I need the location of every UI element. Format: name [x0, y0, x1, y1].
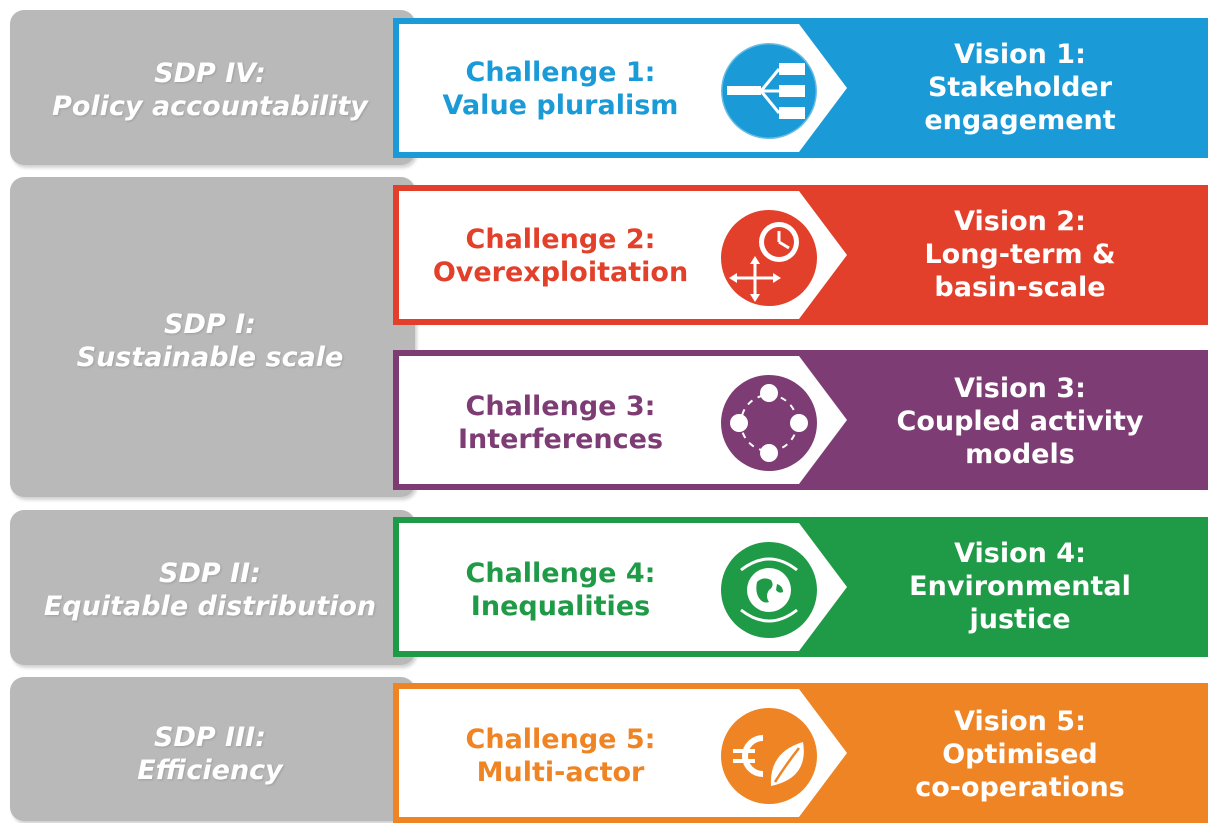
vision-line: co-operations [915, 772, 1125, 803]
sdp-label: SDP IV: Policy accountability [10, 57, 410, 123]
vision-line: Stakeholder [927, 72, 1113, 103]
sdp-subtitle: Sustainable scale [76, 342, 344, 373]
challenge-label: Challenge 1: Value pluralism [393, 56, 728, 122]
sdp-box-equitable-distribution: SDP II: Equitable distribution [10, 510, 415, 665]
challenge-title: Challenge 1: [465, 57, 656, 88]
vision-title: Vision 1: [954, 39, 1086, 70]
challenge-label: Challenge 4: Inequalities [393, 557, 728, 623]
vision-title: Vision 4: [954, 538, 1086, 569]
vision-line: Environmental [909, 571, 1131, 602]
sdp-box-policy-accountability: SDP IV: Policy accountability [10, 10, 415, 165]
challenge-subtitle: Multi-actor [476, 757, 645, 788]
vision-label: Vision 3: Coupled activity models [870, 372, 1170, 471]
sdp-title: SDP IV: [154, 58, 266, 89]
challenge-label: Challenge 3: Interferences [393, 390, 728, 456]
challenge-title: Challenge 4: [465, 558, 656, 589]
sdp-box-efficiency: SDP III: Efficiency [10, 677, 415, 821]
challenge-subtitle: Inequalities [470, 591, 651, 622]
challenge-subtitle: Value pluralism [442, 90, 679, 121]
challenge-subtitle: Overexploitation [432, 257, 689, 288]
cycle-icon [721, 375, 817, 471]
challenge-vision-row-3: Challenge 3: Interferences Vision 3: Cou… [393, 350, 1208, 490]
vision-label: Vision 4: Environmental justice [870, 537, 1170, 636]
vision-line: Coupled activity [896, 406, 1144, 437]
challenge-vision-row-4: Challenge 4: Inequalities Vision 4: Envi… [393, 517, 1208, 657]
vision-line: engagement [924, 105, 1116, 136]
vision-label: Vision 5: Optimised co-operations [870, 705, 1170, 804]
vision-line: Long-term & [924, 239, 1116, 270]
vision-label: Vision 1: Stakeholder engagement [870, 38, 1170, 137]
sdp-label: SDP I: Sustainable scale [10, 308, 410, 374]
challenge-title: Challenge 5: [465, 724, 656, 755]
sdp-box-sustainable-scale: SDP I: Sustainable scale [10, 177, 415, 497]
vision-title: Vision 2: [954, 206, 1086, 237]
sdp-title: SDP I: [164, 309, 256, 340]
sdp-subtitle: Equitable distribution [43, 591, 377, 622]
vision-title: Vision 5: [954, 706, 1086, 737]
globe-hands-icon [721, 542, 817, 638]
sdp-label: SDP III: Efficiency [10, 721, 410, 787]
challenge-title: Challenge 2: [465, 224, 656, 255]
euro-leaf-icon [721, 708, 817, 804]
challenge-title: Challenge 3: [465, 391, 656, 422]
challenge-subtitle: Interferences [457, 424, 664, 455]
challenge-vision-row-1: Challenge 1: Value pluralism Vision 1: S… [393, 18, 1208, 158]
vision-line: basin-scale [934, 272, 1106, 303]
sdp-subtitle: Policy accountability [52, 91, 368, 122]
branching-arrows-icon [719, 41, 819, 141]
challenge-vision-row-5: Challenge 5: Multi-actor Vision 5: Optim… [393, 683, 1208, 823]
sdp-label: SDP II: Equitable distribution [10, 557, 410, 623]
vision-title: Vision 3: [954, 373, 1086, 404]
vision-label: Vision 2: Long-term & basin-scale [870, 205, 1170, 304]
challenge-vision-row-2: Challenge 2: Overexploitation Vision 2: … [393, 185, 1208, 325]
vision-line: justice [969, 604, 1071, 635]
vision-line: Optimised [942, 739, 1098, 770]
sdp-title: SDP II: [159, 558, 261, 589]
sdp-title: SDP III: [154, 722, 266, 753]
vision-line: models [965, 439, 1075, 470]
clock-arrows-icon [721, 210, 817, 306]
challenge-label: Challenge 5: Multi-actor [393, 723, 728, 789]
sdp-subtitle: Efficiency [137, 755, 283, 786]
challenge-label: Challenge 2: Overexploitation [393, 223, 728, 289]
